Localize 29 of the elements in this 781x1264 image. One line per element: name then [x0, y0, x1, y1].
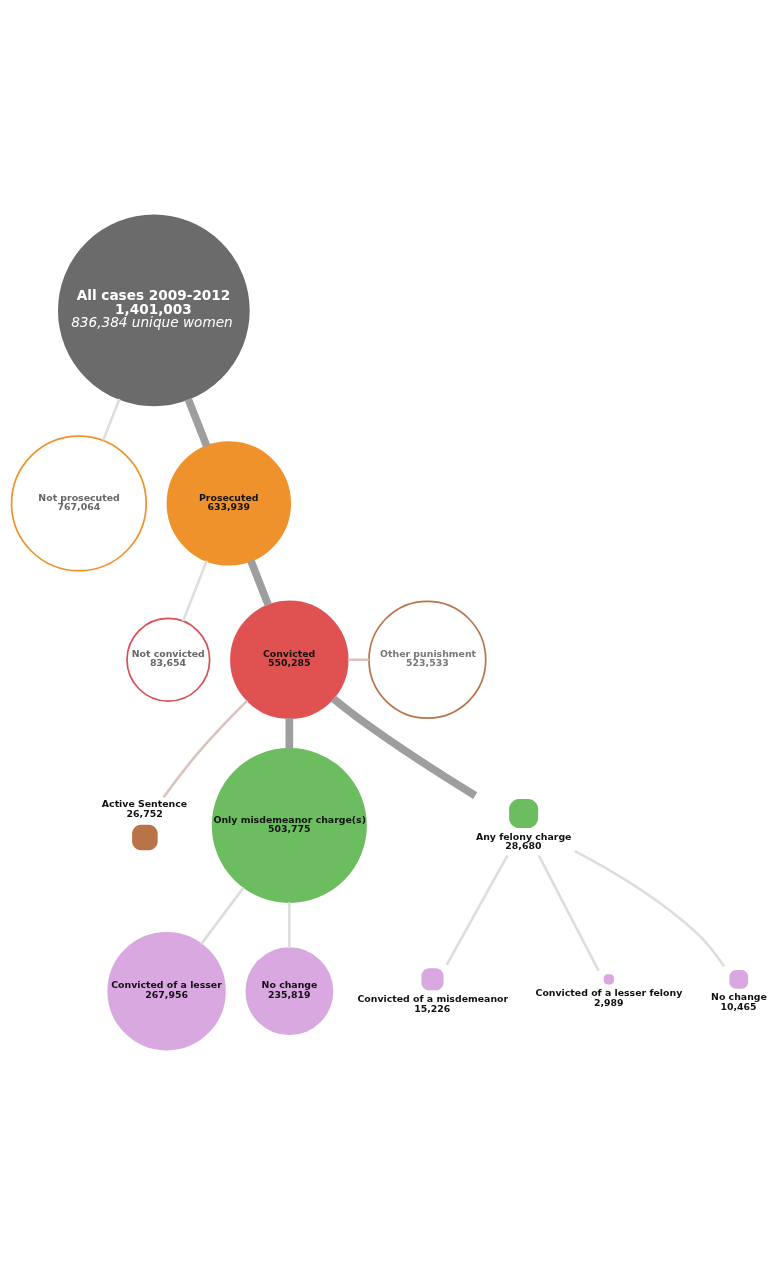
node-circle: Other punishment 523,533 [368, 600, 487, 719]
connector [184, 397, 211, 448]
node-circle: Not prosecuted 767,064 [10, 434, 147, 572]
node-circle: Only misdemeanor charge(s) 503,775 [211, 747, 367, 903]
node-circle: Prosecuted 633,939 [166, 440, 292, 566]
connector [200, 886, 245, 945]
node-circle: Convicted 550,285 [230, 600, 349, 719]
node-label: Active Sentence [101, 797, 188, 809]
node-label: Convicted of a misdemeanor [357, 992, 509, 1004]
connector [347, 658, 369, 661]
node-circle: All cases 2009-2012 1,401,003 836,384 unique women [58, 214, 250, 406]
connector [574, 849, 726, 967]
connector [102, 398, 121, 441]
node-label: 15,226 [414, 1002, 451, 1013]
connector [445, 854, 509, 965]
node-label: No change [711, 990, 767, 1002]
connector [288, 901, 291, 948]
node-circle: Convicted of a lesser 267,956 [107, 931, 226, 1050]
connector [330, 695, 478, 799]
connector [537, 854, 600, 971]
connector [247, 558, 272, 607]
connector [285, 717, 294, 749]
node-label: Convicted of a lesser felony [535, 986, 683, 998]
node-label: 26,752 [126, 807, 163, 819]
node-label: 2,989 [593, 996, 624, 1008]
connector [162, 699, 249, 798]
node-circle: Not convicted 83,654 [126, 617, 211, 702]
node-circle: No change 235,819 [245, 946, 334, 1035]
connector [181, 559, 208, 622]
